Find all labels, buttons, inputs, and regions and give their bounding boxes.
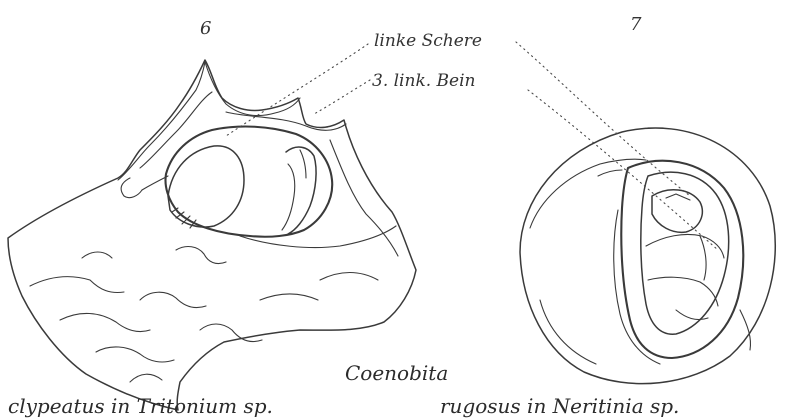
left-claw-label: linke Schere: [374, 31, 482, 51]
caption-species-left: clypeatus in Tritonium sp.: [8, 394, 273, 418]
figure-7-drawing: [520, 128, 775, 384]
third-left-leg-label: 3. link. Bein: [372, 71, 476, 91]
caption-species-right: rugosus in Neritinia sp.: [440, 394, 679, 418]
figure-6-number: 6: [200, 18, 211, 39]
caption-genus: Coenobita: [345, 361, 448, 385]
figure-7-number: 7: [630, 14, 642, 35]
figure-6-drawing: [8, 60, 416, 410]
